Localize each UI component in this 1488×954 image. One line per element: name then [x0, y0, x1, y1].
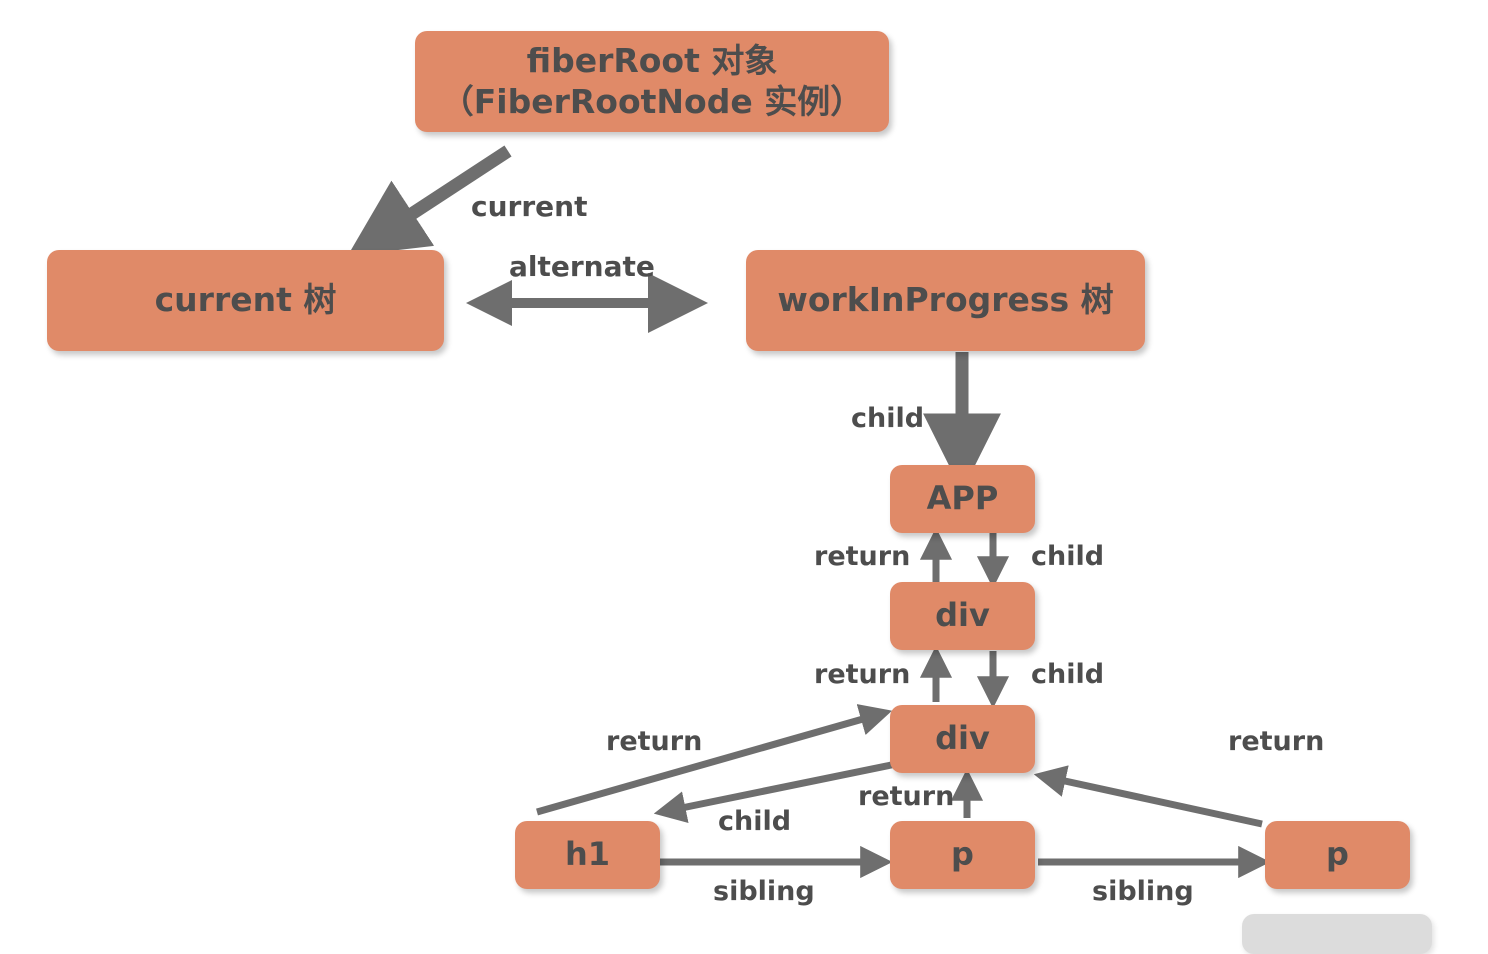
node-wip-tree[interactable]: workInProgress 树 — [746, 250, 1145, 351]
node-h1-label: h1 — [564, 835, 611, 874]
edge-label-return-h1-div2: return — [606, 726, 703, 757]
arrow-return-p2-div2 — [1033, 765, 1263, 828]
arrow-return-h1-div2 — [536, 704, 893, 816]
edge-label-child-div2-h1: child — [718, 806, 792, 837]
diagram-canvas: fiberRoot 对象 （FiberRootNode 实例） current … — [47, 31, 1432, 954]
node-fiberroot-line2: （FiberRootNode 实例） — [440, 81, 864, 121]
node-h1[interactable]: h1 — [515, 821, 660, 889]
node-p-1-label: p — [951, 835, 974, 874]
node-p-2-label: p — [1326, 835, 1349, 874]
node-wip-tree-label: workInProgress 树 — [777, 280, 1114, 320]
node-p-1[interactable]: p — [890, 821, 1035, 889]
edge-label-return-div1-div2: return — [814, 659, 911, 690]
node-fiberroot-line1: fiberRoot 对象 — [526, 41, 778, 81]
edge-label-child-app-div: child — [1031, 541, 1105, 572]
node-current-tree-label: current 树 — [154, 280, 337, 320]
edge-label-sibling-h1-p1: sibling — [713, 876, 815, 907]
node-current-tree[interactable]: current 树 — [47, 250, 444, 351]
node-div-2[interactable]: div — [890, 705, 1035, 773]
node-fiberroot[interactable]: fiberRoot 对象 （FiberRootNode 实例） — [415, 31, 889, 132]
edge-label-alternate: alternate — [509, 250, 655, 283]
node-app-label: APP — [926, 479, 999, 518]
edge-label-return-p2-div2: return — [1228, 726, 1325, 757]
edge-label-sibling-p1-p2: sibling — [1092, 876, 1194, 907]
edge-label-child-div1-div2: child — [1031, 659, 1105, 690]
arrow-layer — [347, 145, 1271, 879]
edge-label-current: current — [471, 190, 588, 223]
node-div-1-label: div — [935, 596, 990, 635]
edge-label-child-root: child — [851, 403, 925, 434]
edge-label-return-app-div: return — [814, 541, 911, 572]
node-app[interactable]: APP — [890, 465, 1035, 533]
node-div-2-label: div — [935, 719, 990, 758]
bottom-overlay-panel — [1242, 914, 1432, 954]
node-div-1[interactable]: div — [890, 582, 1035, 650]
edge-label-return-p1-div2: return — [858, 781, 955, 812]
node-p-2[interactable]: p — [1265, 821, 1410, 889]
